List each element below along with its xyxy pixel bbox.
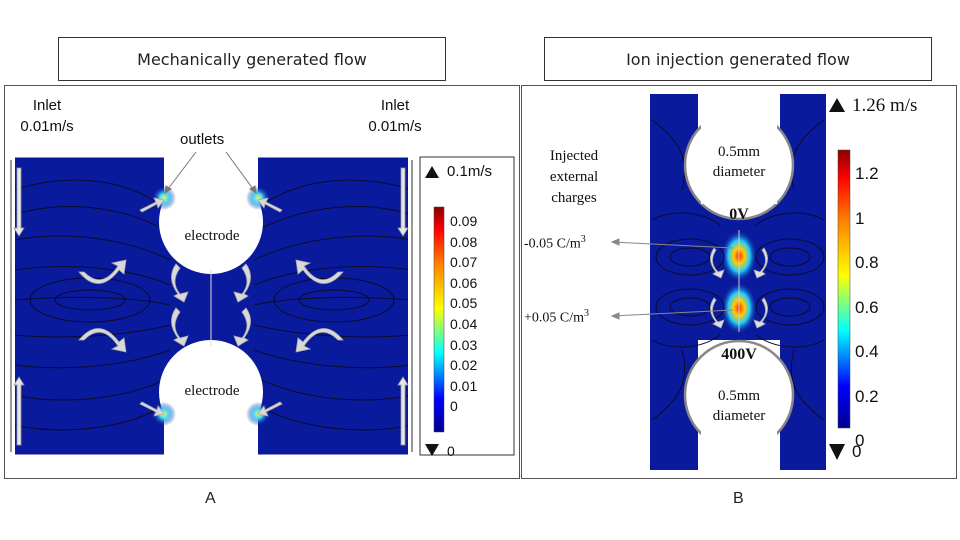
colorbar-b	[837, 149, 851, 429]
colorbar-a-max-marker	[425, 166, 439, 178]
colorbar-b-min-marker	[829, 444, 845, 460]
colorbar-a-min-label: 0	[447, 443, 455, 459]
diameter-top-line2: diameter	[712, 164, 766, 180]
voltage-top-label: 0V	[729, 206, 749, 223]
colorbar-a-tick: 0.08	[450, 233, 478, 250]
panel-b-letter: B	[733, 490, 744, 507]
diameter-top-line1: 0.5mm	[717, 144, 761, 160]
colorbar-a-ticks: 0.09 0.08 0.07 0.06 0.05 0.04 0.03 0.02 …	[450, 211, 477, 417]
streamlines-a	[13, 179, 413, 431]
colorbar-a-max-label: 0.1m/s	[447, 163, 493, 180]
colorbar-a-tick: 0	[450, 398, 458, 415]
injected-line3: charges	[551, 190, 597, 206]
colorbar-a-tick: 0.05	[450, 295, 478, 312]
inlet-right-label: Inlet 0.01m/s	[360, 95, 430, 137]
outlet-leaders	[164, 151, 257, 195]
colorbar-b-tick: 0.8	[855, 253, 879, 272]
diameter-bottom-line1: 0.5mm	[717, 388, 761, 404]
colorbar-b-ticks: 1.2 1 0.8 0.6 0.4 0.2 0	[855, 152, 879, 464]
colorbar-a-tick: 0.01	[450, 377, 478, 394]
diameter-bottom-label: 0.5mm diameter	[699, 386, 779, 426]
colorbar-a-tick: 0.02	[450, 357, 478, 374]
panel-a-title-text: Mechanically generated flow	[137, 49, 367, 69]
injected-label: Injected external charges	[530, 146, 618, 209]
panel-a-letter: A	[205, 490, 216, 507]
colorbar-b-min-label: 0	[852, 442, 862, 461]
voltage-bottom-label: 400V	[721, 346, 757, 363]
colorbar-a-min-marker	[425, 444, 439, 456]
colorbar-b-tick: 1	[855, 208, 865, 228]
colorbar-b-tick: 0	[855, 431, 865, 450]
inlet-left-label: Inlet 0.01m/s	[12, 95, 82, 137]
colorbar-b-tick: 1.2	[855, 164, 879, 183]
colorbar-b-tick: 0.6	[855, 297, 879, 317]
inlet-left-line1: Inlet	[32, 97, 62, 114]
panel-b-frame	[521, 85, 957, 479]
field-left	[12, 157, 164, 455]
field-right	[258, 157, 414, 455]
injected-line2: external	[549, 169, 599, 185]
inlet-left-line2: 0.01m/s	[20, 118, 74, 135]
flow-arrows-a	[78, 197, 344, 417]
streamlines-b	[651, 119, 825, 421]
charge-pos-exp: 3	[584, 308, 590, 319]
colorbar-b-tick: 0.2	[855, 386, 879, 406]
colorbar-b-max-label: 1.26 m/s	[852, 95, 918, 116]
panel-a-title: Mechanically generated flow	[58, 37, 446, 81]
colorbar-a-tick: 0.03	[450, 336, 478, 353]
inlet-right-line1: Inlet	[380, 97, 410, 114]
electrode-top-label: electrode	[184, 228, 240, 244]
colorbar-a	[433, 206, 445, 433]
injected-line1: Injected	[549, 148, 599, 164]
colorbar-a-tick: 0.09	[450, 213, 478, 229]
colorbar-b-max-marker	[829, 98, 845, 112]
inlet-right-line2: 0.01m/s	[368, 118, 422, 135]
charge-neg-exp: 3	[580, 234, 586, 245]
panel-b-title: Ion injection generated flow	[544, 37, 932, 81]
charge-pos-value: +0.05 C/m	[524, 310, 585, 326]
colorbar-b-tick: 0.4	[855, 342, 879, 361]
flow-arrows-b	[710, 247, 768, 329]
outlets-label: outlets	[180, 131, 225, 148]
charge-pos-label: +0.05 C/m3	[524, 308, 589, 327]
electrode-bottom-label: electrode	[184, 383, 240, 399]
diameter-top-label: 0.5mm diameter	[699, 142, 779, 182]
colorbar-a-tick: 0.07	[450, 254, 478, 271]
colorbar-a-tick: 0.06	[450, 274, 478, 291]
inlet-arrows-a	[13, 167, 409, 446]
charge-neg-label: -0.05 C/m3	[524, 234, 586, 253]
colorbar-a-tick: 0.04	[450, 315, 478, 332]
charge-neg-value: -0.05 C/m	[524, 236, 581, 252]
charge-leaders	[610, 238, 734, 320]
panel-b-title-text: Ion injection generated flow	[626, 49, 850, 69]
diameter-bottom-line2: diameter	[712, 408, 766, 424]
